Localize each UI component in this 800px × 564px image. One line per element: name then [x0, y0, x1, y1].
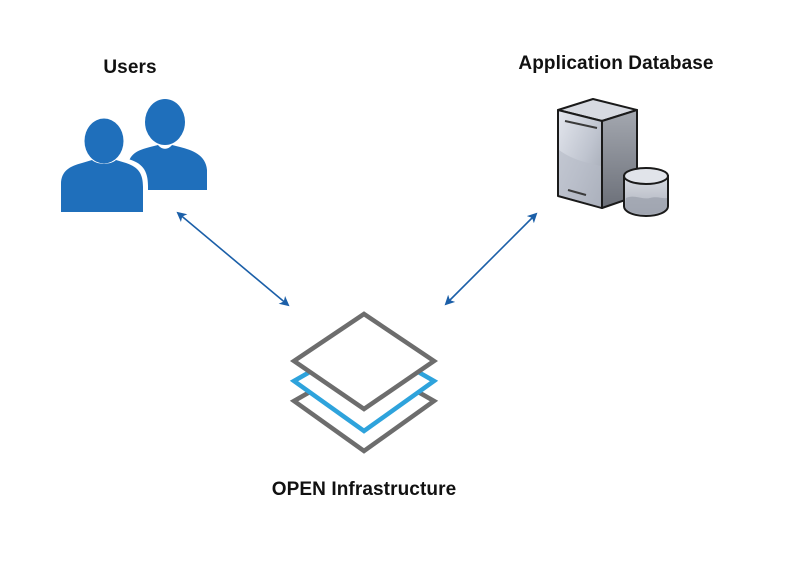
users-label: Users	[103, 57, 157, 78]
database-cylinder-icon	[623, 167, 669, 218]
stacked-layers-icon	[289, 311, 439, 454]
server-database-icon	[557, 98, 669, 218]
layer-top-icon	[289, 311, 439, 412]
user-front-icon	[61, 118, 143, 212]
open-infrastructure-label: OPEN Infrastructure	[271, 479, 457, 500]
users-icon	[56, 99, 207, 214]
arrow-users-infra	[176, 211, 290, 307]
user-back-icon	[128, 99, 207, 190]
arrow-db-infra	[444, 212, 538, 306]
application-database-label: Application Database	[518, 53, 714, 74]
